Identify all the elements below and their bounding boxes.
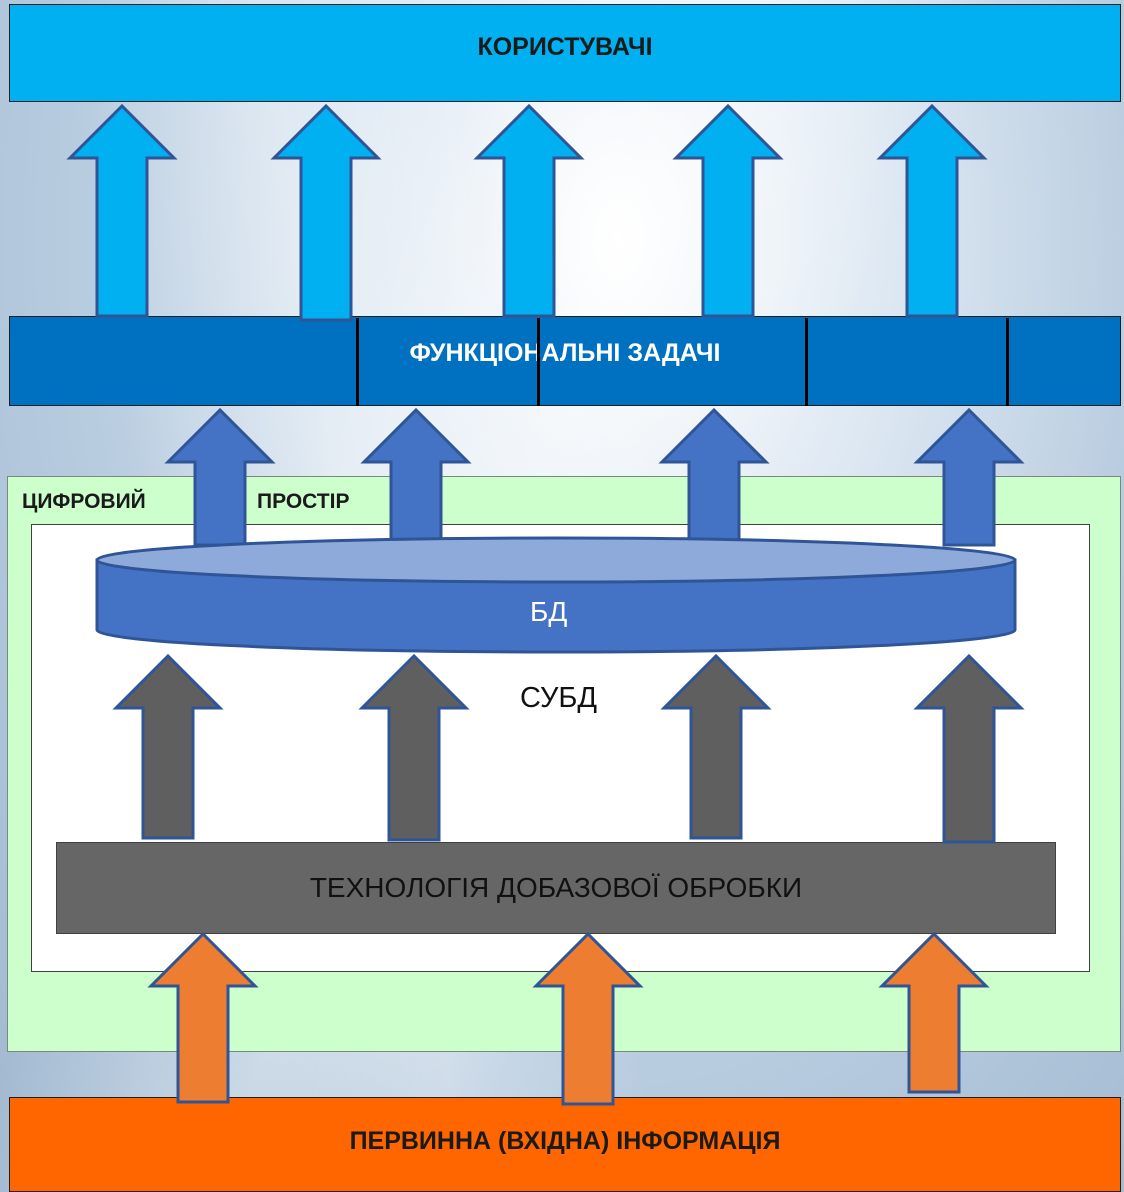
arrow-up-icon xyxy=(147,931,259,1104)
database-label: БД xyxy=(530,596,568,627)
tasks-divider xyxy=(805,318,808,406)
arrow-up-icon xyxy=(672,103,784,318)
arrow-up-icon xyxy=(164,407,276,547)
tasks-divider xyxy=(1006,318,1009,406)
input-label: ПЕРВИННА (ВХІДНА) ІНФОРМАЦІЯ xyxy=(349,1127,781,1155)
arrow-up-icon xyxy=(473,103,585,318)
digital-space-label-word1: ЦИФРОВИЙ xyxy=(22,490,146,513)
primary-input-block: ПЕРВИННА (ВХІДНА) ІНФОРМАЦІЯ xyxy=(9,1097,1121,1192)
arrow-up-icon xyxy=(913,653,1025,844)
arrow-up-icon xyxy=(660,653,772,840)
functional-tasks-block: ФУНКЦІОНАЛЬНІ ЗАДАЧІ xyxy=(9,316,1121,406)
users-label: КОРИСТУВАЧІ xyxy=(477,33,653,61)
database-icon xyxy=(95,536,1017,654)
tasks-divider xyxy=(537,318,540,406)
preprocessing-technology-block: ТЕХНОЛОГІЯ ДОБАЗОВОЇ ОБРОБКИ xyxy=(56,842,1056,934)
functional-tasks-label: ФУНКЦІОНАЛЬНІ ЗАДАЧІ xyxy=(409,339,721,367)
arrow-up-icon xyxy=(112,653,224,840)
arrow-up-icon xyxy=(658,407,770,547)
arrow-up-icon xyxy=(270,103,382,322)
arrow-up-icon xyxy=(876,103,988,318)
arrow-up-icon xyxy=(66,103,178,318)
users-block: КОРИСТУВАЧІ xyxy=(9,4,1121,102)
arrow-up-icon xyxy=(532,931,644,1106)
arrow-up-icon xyxy=(358,653,470,842)
arrow-up-icon xyxy=(913,407,1025,547)
arrow-up-icon xyxy=(878,931,990,1094)
tasks-divider xyxy=(356,318,359,406)
digital-space-label-word2: ПРОСТІР xyxy=(257,490,350,513)
arrow-up-icon xyxy=(360,407,472,547)
dbms-label: СУБД xyxy=(520,682,598,714)
preprocessing-label: ТЕХНОЛОГІЯ ДОБАЗОВОЇ ОБРОБКИ xyxy=(309,872,803,903)
